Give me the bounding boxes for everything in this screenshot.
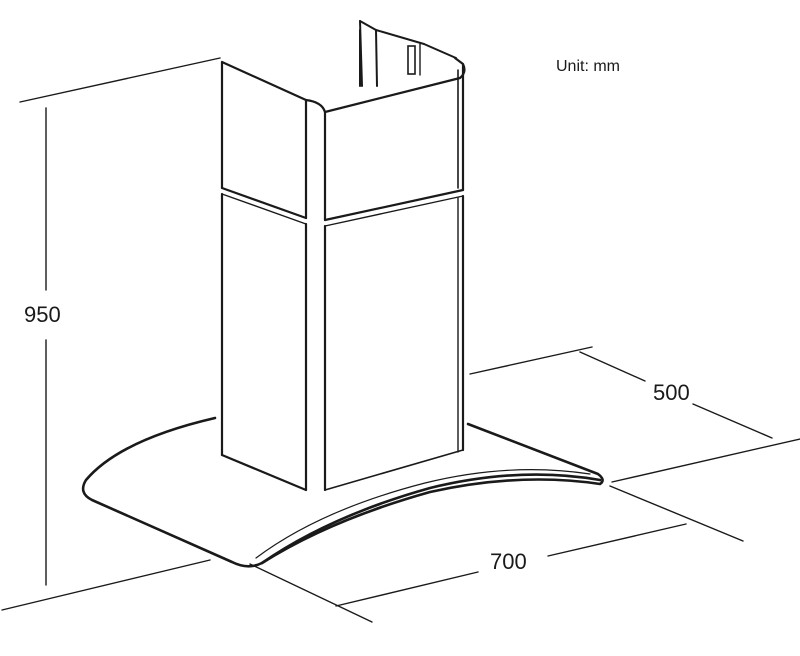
inner-chimney-edge xyxy=(359,20,363,87)
chimney-base-right xyxy=(324,449,464,491)
glass-canopy-outline xyxy=(81,416,604,568)
height-dimension-label: 950 xyxy=(24,302,61,327)
depth-dimension-line-upper xyxy=(579,351,646,382)
depth-dimension-line-lower xyxy=(692,403,773,439)
width-dimension-line-right xyxy=(547,523,687,557)
inner-chimney-top-right xyxy=(375,29,425,45)
chimney-lower-rim-right-2 xyxy=(324,195,464,227)
height-extension-line-top xyxy=(19,57,221,103)
glass-canopy-front-edge-inner xyxy=(255,469,591,559)
width-dimension-line-left xyxy=(335,571,479,607)
chimney-base-left xyxy=(220,453,308,492)
inner-chimney-left xyxy=(375,29,378,87)
width-extension-line-left xyxy=(249,563,373,623)
height-extension-line-bottom xyxy=(1,559,211,611)
inner-chimney-top xyxy=(359,20,377,31)
inner-chimney-top-far xyxy=(423,43,457,59)
depth-extension-line-front xyxy=(611,438,800,483)
chimney-lower-rim-right xyxy=(323,188,465,222)
chimney-upper-outline xyxy=(220,56,466,192)
glass-canopy-front-edge xyxy=(260,473,602,565)
chimney-lower-rim-left-2 xyxy=(221,193,307,225)
chimney-lower-rim-left xyxy=(220,186,308,220)
depth-dimension-label: 500 xyxy=(653,380,690,405)
width-extension-line-right xyxy=(609,485,744,542)
mounting-bracket xyxy=(407,45,416,75)
depth-extension-line-back xyxy=(469,346,593,375)
unit-label: Unit: mm xyxy=(556,58,620,75)
width-dimension-label: 700 xyxy=(490,549,527,574)
